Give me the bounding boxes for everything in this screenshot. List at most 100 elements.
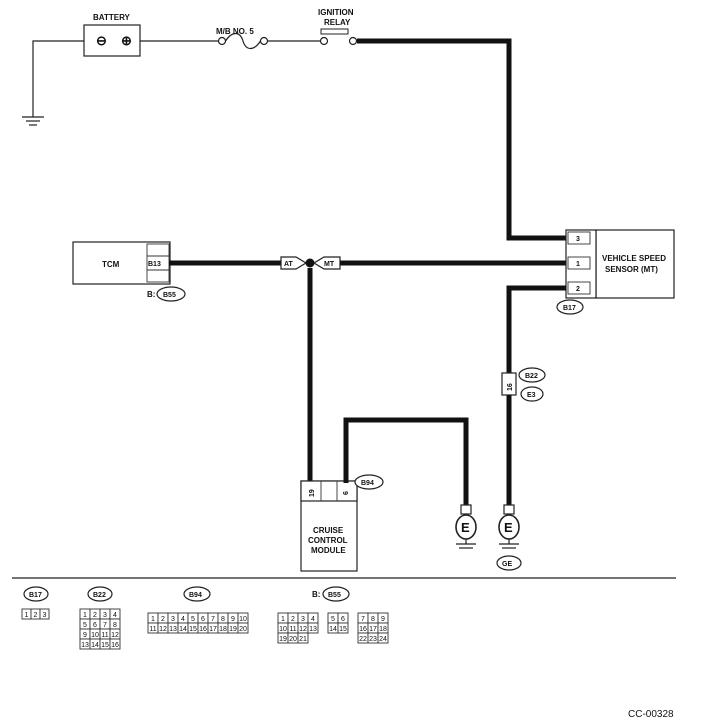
vss-connector-label: B17: [563, 305, 576, 312]
legend-b22-pin-label: 1: [83, 612, 87, 619]
legend-b94-pin-label: 16: [199, 626, 207, 633]
legend-b55-pin-label: 2: [291, 616, 295, 623]
legend-b22-pin-label: 11: [101, 632, 108, 639]
legend-b55-pin-cell: [307, 622, 319, 634]
battery-negative-icon: ⊖: [96, 33, 107, 48]
legend-b94-pin-label: 7: [211, 616, 215, 623]
legend-b94-tag: [183, 586, 211, 602]
cruise-control-module: 19 6 CRUISE CONTROL MODULE: [300, 480, 358, 572]
legend-b55-pin-label: 14: [329, 626, 337, 633]
relay-coil-icon: [320, 28, 349, 35]
legend-b22-pin-label: 5: [83, 622, 87, 629]
legend-b94-pin-label: 17: [209, 626, 217, 633]
relay-label-line1: IGNITION: [318, 8, 354, 17]
fuse-icon: [217, 32, 269, 50]
legend-b55-pin-label: 7: [361, 616, 365, 623]
legend-b55-pin-label: 6: [341, 616, 345, 623]
tcm-connector-label: B55: [163, 292, 176, 299]
legend-b17-tag: [23, 586, 49, 602]
tcm-label: TCM: [102, 260, 120, 269]
relay-contact-icon: [319, 36, 329, 46]
legend-b94-pin-cell: [237, 622, 249, 634]
tcm-pin-label: B13: [148, 261, 161, 268]
legend-b22-pin-label: 14: [91, 642, 99, 649]
legend-b55-pin-label: 1: [281, 616, 285, 623]
inline-connector: 16: [501, 372, 517, 396]
at-mt-junction: AT MT: [280, 256, 341, 270]
legend-b55-pin-label: 13: [309, 626, 317, 633]
splice-node-icon: [305, 258, 315, 268]
b22-tag-label: B22: [525, 373, 538, 380]
ccm-label-line3: MODULE: [311, 546, 346, 555]
legend-b55-pin-label: 16: [359, 626, 367, 633]
b22-tag: [518, 367, 546, 383]
legend-b55-pin-label: 11: [289, 626, 296, 633]
ccm-ground-wire: [343, 417, 469, 505]
vss-pin-1: 1: [576, 261, 580, 268]
vss-connector-tag: [556, 299, 584, 315]
legend-b17-pin-cell: [39, 608, 50, 620]
legend-b94-pin-label: 10: [239, 616, 247, 623]
legend-b94-pin-label: 1: [151, 616, 155, 623]
ccm-label-line1: CRUISE: [313, 526, 344, 535]
legend-b94-pin-label: 11: [149, 626, 156, 633]
e3-tag-label: E3: [527, 392, 536, 399]
legend-b22-pin-cell: [109, 638, 121, 650]
at-label: AT: [284, 261, 294, 268]
ccm-pin-6: 6: [343, 491, 350, 495]
legend-b94-pin-label: 20: [239, 626, 247, 633]
legend-b94-pin-label: 14: [179, 626, 187, 633]
legend-b55-pin-label: 23: [369, 636, 377, 643]
legend-b55-pin-label: 3: [301, 616, 305, 623]
ignition-relay: IGNITION RELAY: [318, 8, 358, 46]
battery-ground-wire: [32, 40, 84, 117]
legend-b55-pin-label: 12: [299, 626, 307, 633]
legend-b22-pin-label: 2: [93, 612, 97, 619]
legend-b22-pin-label: 15: [101, 642, 109, 649]
e3-tag: [520, 386, 544, 402]
power-wire: [357, 38, 566, 241]
legend-b55-pin-label: 15: [339, 626, 347, 633]
legend-b22-pin-label: 9: [83, 632, 87, 639]
legend-b55-pin-label: 10: [279, 626, 287, 633]
ground-e-right: E: [498, 504, 520, 549]
legend-b55-pin-label: 20: [289, 636, 297, 643]
fuse-label: M/B NO. 5: [216, 27, 254, 36]
legend-b94-pin-label: 8: [221, 616, 225, 623]
legend-b22-tag: [87, 586, 113, 602]
vss-pin-2: 2: [576, 286, 580, 293]
legend-b22-pin-label: 10: [91, 632, 99, 639]
document-code: CC-00328: [628, 709, 674, 720]
relay-label-line2: RELAY: [324, 18, 351, 27]
ge-tag-label: GE: [502, 561, 512, 568]
vss-pin-3: 3: [576, 236, 580, 243]
inline-connector-pin: 16: [507, 383, 514, 391]
legend-b22-pin-label: 6: [93, 622, 97, 629]
ccm-connector-label: B94: [361, 480, 374, 487]
tcm-connector-prefix: B:: [147, 290, 155, 299]
ground-e-left: E: [455, 504, 477, 549]
legend-b55-pin-cell: [297, 632, 309, 644]
legend-b55-tag-label: B55: [328, 592, 341, 599]
legend-b17-tag-label: B17: [29, 592, 42, 599]
legend-b55-pin-label: 4: [311, 616, 315, 623]
legend-b55-pin-label: 17: [369, 626, 377, 633]
legend-b55-pin-label: 19: [279, 636, 287, 643]
legend-b94-pin-label: 19: [229, 626, 237, 633]
legend-b94-pin-label: 13: [169, 626, 177, 633]
battery: BATTERY ⊖ ⊕: [83, 13, 141, 57]
legend-b22-pin-label: 7: [103, 622, 107, 629]
vss-ground-wire: [506, 285, 566, 373]
vehicle-speed-sensor: VEHICLE SPEED SENSOR (MT) 3 1 2: [565, 229, 675, 299]
legend-b55-pin-label: 8: [371, 616, 375, 623]
vss-label-line2: SENSOR (MT): [605, 265, 658, 274]
legend-b55-pin-cell: [377, 632, 389, 644]
legend-b94-pin-label: 2: [161, 616, 165, 623]
legend-b94-pin-label: 4: [181, 616, 185, 623]
legend-b94-pin-label: 6: [201, 616, 205, 623]
relay-contact-icon: [348, 36, 358, 46]
ccm-connector-icon: [300, 480, 358, 502]
legend-b55-pin-label: 5: [331, 616, 335, 623]
